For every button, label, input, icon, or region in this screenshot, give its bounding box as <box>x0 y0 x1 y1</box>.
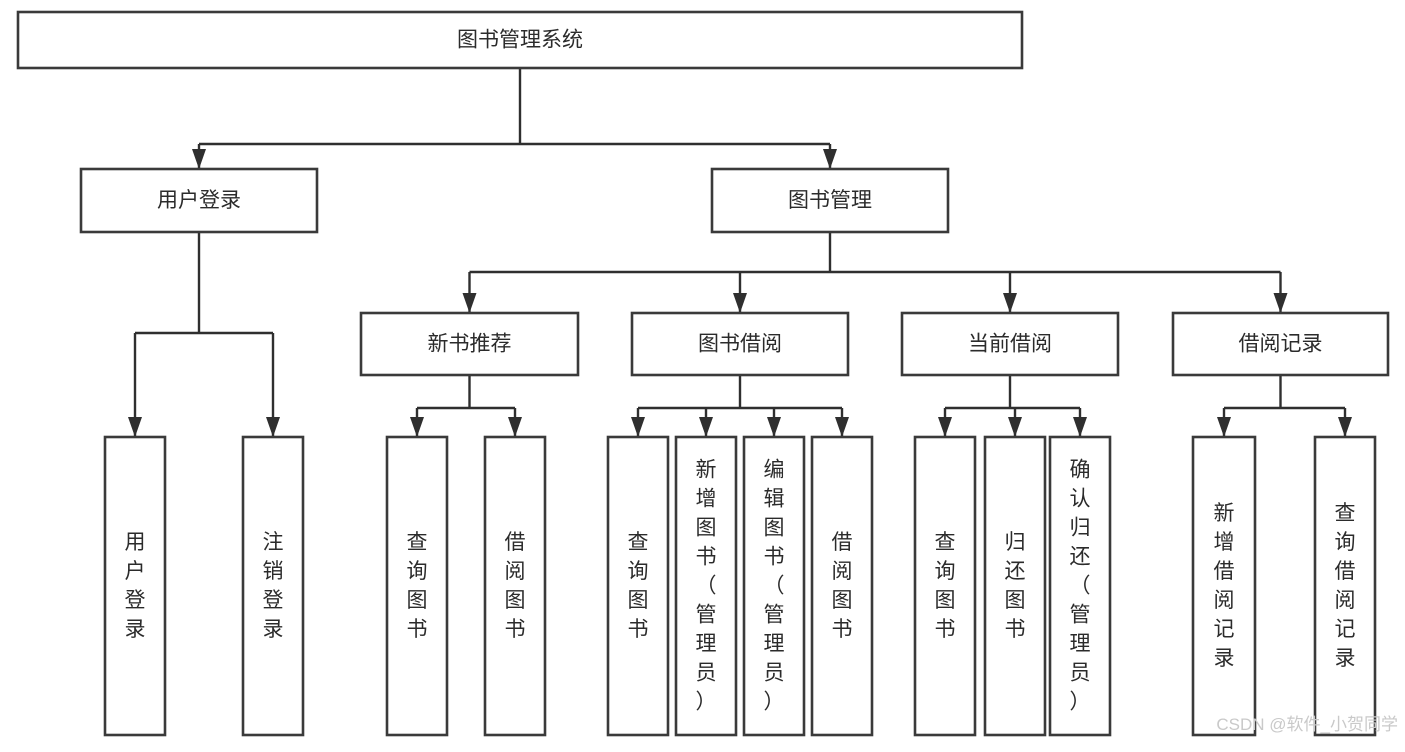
node-box <box>16 10 1024 70</box>
arrow-head-icon <box>699 417 713 437</box>
leaf-node-label: 归还图书 <box>1005 531 1026 641</box>
node-box <box>674 435 738 737</box>
leaf-node-2[interactable]: 注销登录 <box>241 435 305 737</box>
arrow-head-icon <box>823 149 837 169</box>
arrow-head-icon <box>1008 417 1022 437</box>
arrow-head-icon <box>733 293 747 313</box>
arrow-head-icon <box>631 417 645 437</box>
node-box <box>79 167 319 234</box>
node-box <box>900 311 1120 377</box>
level3-node-4[interactable]: 借阅记录 <box>1171 311 1390 377</box>
arrow-head-icon <box>128 417 142 437</box>
arrow-head-icon <box>410 417 424 437</box>
level2-node-label: 用户登录 <box>157 189 241 212</box>
node-box <box>241 435 305 737</box>
level3-node-label: 新书推荐 <box>428 333 512 356</box>
arrow-head-icon <box>835 417 849 437</box>
leaf-node-label: 编辑图书（管理员） <box>764 459 785 714</box>
leaf-node-7[interactable]: 编辑图书（管理员） <box>742 435 806 737</box>
level3-node-label: 当前借阅 <box>968 333 1052 356</box>
leaf-node-label: 用户登录 <box>125 531 146 641</box>
arrow-head-icon <box>266 417 280 437</box>
leaf-node-9[interactable]: 查询图书 <box>913 435 977 737</box>
arrow-head-icon <box>1003 293 1017 313</box>
leaf-node-label: 新增图书（管理员） <box>696 459 717 714</box>
leaf-node-label: 查询借阅记录 <box>1335 502 1356 670</box>
leaf-node-3[interactable]: 查询图书 <box>385 435 449 737</box>
arrow-head-icon <box>508 417 522 437</box>
node-box <box>1048 435 1112 737</box>
arrow-head-icon <box>938 417 952 437</box>
node-box <box>1191 435 1257 737</box>
arrow-head-icon <box>1073 417 1087 437</box>
leaf-node-8[interactable]: 借阅图书 <box>810 435 874 737</box>
leaf-node-label: 查询图书 <box>407 531 428 641</box>
arrow-head-icon <box>192 149 206 169</box>
level3-node-3[interactable]: 当前借阅 <box>900 311 1120 377</box>
watermark: CSDN @软件_小贺同学 <box>1216 715 1398 734</box>
node-box <box>983 435 1047 737</box>
level2-node-book-management[interactable]: 图书管理 <box>710 167 950 234</box>
level3-node-label: 借阅记录 <box>1239 333 1323 356</box>
leaf-node-4[interactable]: 借阅图书 <box>483 435 547 737</box>
node-box <box>385 435 449 737</box>
level3-node-label: 图书借阅 <box>698 333 782 356</box>
leaf-node-6[interactable]: 新增图书（管理员） <box>674 435 738 737</box>
node-box <box>606 435 670 737</box>
leaf-node-label: 注销登录 <box>263 531 284 641</box>
level2-node-user-login[interactable]: 用户登录 <box>79 167 319 234</box>
node-box <box>810 435 874 737</box>
level3-node-2[interactable]: 图书借阅 <box>630 311 850 377</box>
leaf-node-1[interactable]: 用户登录 <box>103 435 167 737</box>
leaf-node-label: 确认归还（管理员） <box>1070 459 1091 714</box>
root-node[interactable]: 图书管理系统 <box>16 10 1024 70</box>
level2-node-label: 图书管理 <box>788 189 872 212</box>
arrow-head-icon <box>767 417 781 437</box>
root-node-label: 图书管理系统 <box>457 29 583 52</box>
node-box <box>1313 435 1377 737</box>
leaf-node-13[interactable]: 查询借阅记录 <box>1313 435 1377 737</box>
node-box <box>710 167 950 234</box>
leaf-node-label: 查询图书 <box>935 531 956 641</box>
node-box <box>483 435 547 737</box>
arrow-head-icon <box>1338 417 1352 437</box>
node-box <box>742 435 806 737</box>
arrow-head-icon <box>1273 293 1288 313</box>
leaf-node-10[interactable]: 归还图书 <box>983 435 1047 737</box>
node-box <box>630 311 850 377</box>
leaf-node-label: 借阅图书 <box>505 531 526 641</box>
arrow-head-icon <box>462 293 477 313</box>
arrow-head-icon <box>1217 417 1231 437</box>
leaf-node-label: 借阅图书 <box>832 531 853 641</box>
leaf-node-12[interactable]: 新增借阅记录 <box>1191 435 1257 737</box>
leaf-node-label: 新增借阅记录 <box>1214 502 1235 670</box>
node-box <box>103 435 167 737</box>
node-box <box>913 435 977 737</box>
node-box <box>1171 311 1390 377</box>
leaf-node-11[interactable]: 确认归还（管理员） <box>1048 435 1112 737</box>
leaf-node-label: 查询图书 <box>628 531 649 641</box>
level3-node-1[interactable]: 新书推荐 <box>359 311 580 377</box>
node-box <box>359 311 580 377</box>
leaf-node-5[interactable]: 查询图书 <box>606 435 670 737</box>
